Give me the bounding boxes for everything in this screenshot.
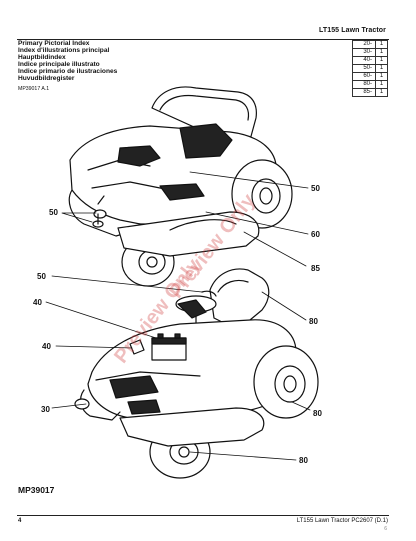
- callout-label: 50: [49, 208, 58, 217]
- callout-label: 50: [37, 272, 46, 281]
- upper-tractor-drawing: [68, 86, 293, 287]
- callout-label: 50: [311, 184, 320, 193]
- revision-number: 6: [384, 526, 387, 532]
- lower-tractor-drawing: [74, 268, 319, 479]
- callout-label: 30: [41, 405, 50, 414]
- publication-info: LT155 Lawn Tractor PC2607 (D.1): [296, 518, 388, 524]
- page-index-row[interactable]: 85-1: [352, 88, 388, 97]
- callout-label: 80: [299, 456, 308, 465]
- index-line: Index d'illustrations principal: [18, 47, 110, 55]
- index-line: Indice principale illustrato: [18, 61, 100, 69]
- document-title: LT155 Lawn Tractor: [318, 27, 386, 34]
- index-title-list: Primary Pictorial Index Index d'illustra…: [18, 40, 117, 83]
- footer-rule: [17, 515, 389, 516]
- callout-label: 60: [311, 230, 320, 239]
- page-count: 1: [375, 88, 388, 97]
- callout-label: 40: [42, 342, 51, 351]
- callout-label: 80: [313, 409, 322, 418]
- callout-label: 85: [311, 264, 320, 273]
- callout-label: 80: [309, 317, 318, 326]
- page-index-table: 20-1 30-1 40-1 50-1 60-1 80-1 85-1: [352, 40, 388, 97]
- callout-leaders: [45, 171, 311, 461]
- header-rule: [17, 39, 389, 40]
- page-number: 4: [18, 518, 22, 524]
- index-line: Primary Pictorial Index: [18, 40, 90, 47]
- index-line: Indice primario de ilustraciones: [18, 68, 118, 76]
- illustration-code: MP39017 A.1: [18, 86, 50, 92]
- callout-label: 40: [33, 298, 42, 307]
- index-line: Hauptbildindex: [18, 54, 66, 62]
- figure-label: MP39017: [18, 485, 55, 495]
- index-line: Huvudbildregister: [18, 75, 75, 83]
